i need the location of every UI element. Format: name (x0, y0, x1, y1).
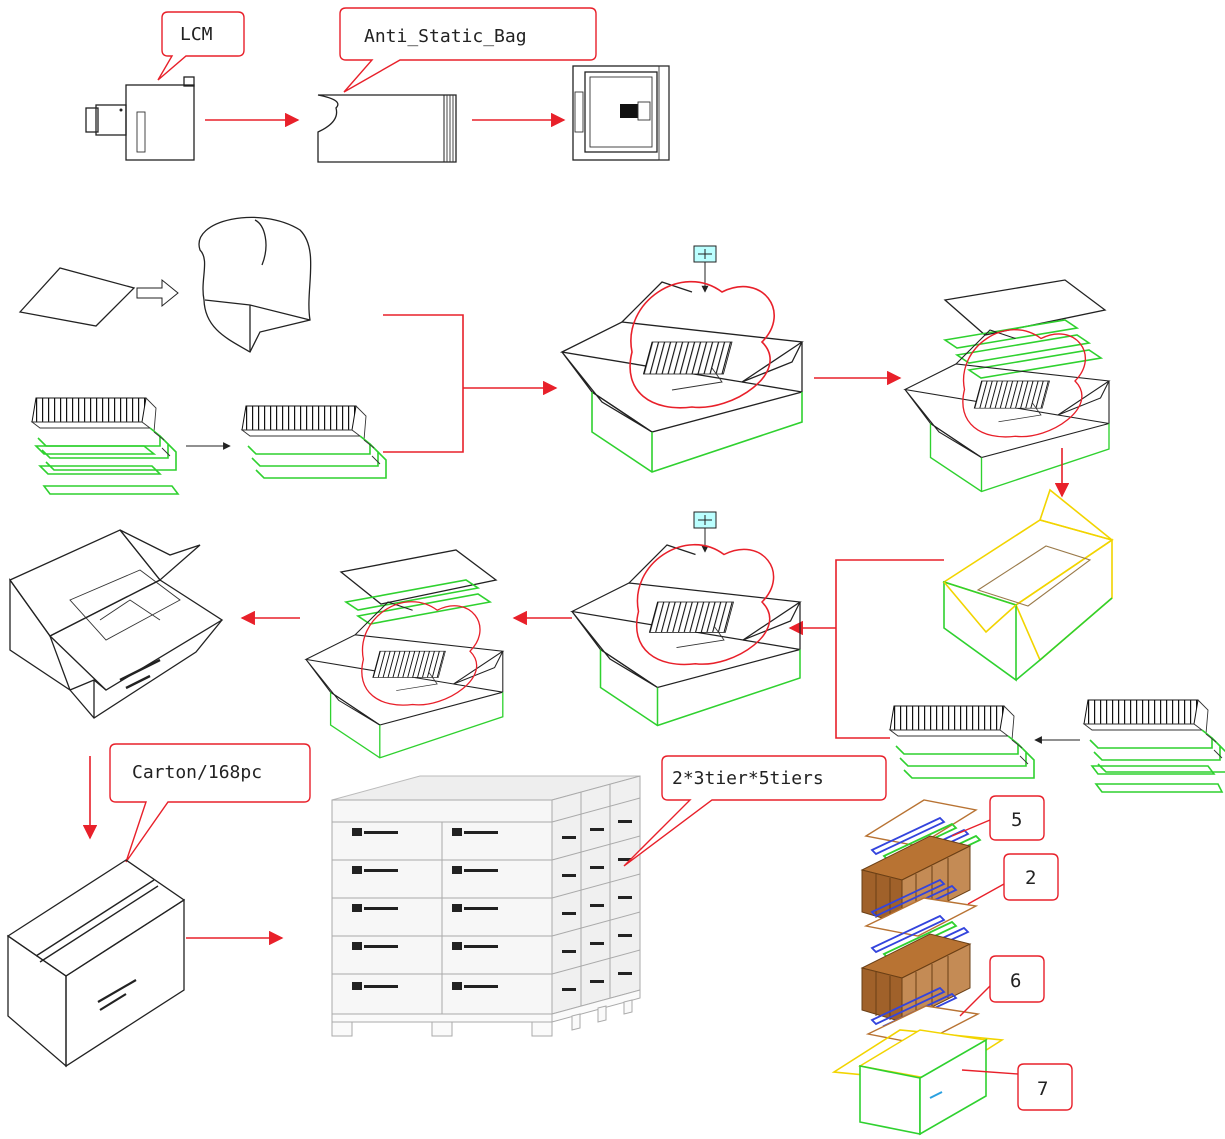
outer-box-with-bag (571, 543, 801, 727)
desiccant-icon (693, 511, 717, 553)
tray-stack-drawing (31, 397, 180, 495)
open-outer-carton (9, 529, 224, 719)
callout-bag-text: Anti_Static_Bag (364, 26, 527, 47)
layer-number-second: 2 (1025, 867, 1036, 889)
callout-pallet: 2*3tier*5tiers (623, 755, 887, 867)
inner-box-layered (904, 279, 1110, 493)
callout-carton-text: Carton/168pc (132, 762, 262, 783)
flow-bracket (835, 559, 944, 739)
callout-lcm-text: LCM (180, 24, 213, 45)
sealed-carton (6, 859, 186, 1068)
tray-stack-drawing (1083, 699, 1225, 793)
open-bag-drawing (198, 216, 312, 353)
layer-number-bottom: 7 (1037, 1078, 1048, 1100)
tray-stack-drawing (241, 405, 387, 479)
bagged-lcm-drawing (572, 65, 670, 161)
inner-box-with-bag (561, 280, 803, 473)
flow-bracket (383, 314, 464, 453)
callout-carton: Carton/168pc (109, 743, 311, 863)
tray-stack-drawing (889, 705, 1035, 779)
callout-bag: Anti_Static_Bag (339, 7, 597, 93)
lcm-module-drawing (85, 76, 195, 161)
exploded-layer-stack (831, 799, 1005, 1136)
pallet-stack (331, 775, 641, 1037)
callout-lcm: LCM (157, 11, 245, 81)
flat-sheet-drawing (18, 267, 136, 327)
desiccant-icon (693, 245, 717, 293)
callout-pallet-text: 2*3tier*5tiers (672, 768, 824, 789)
anti-static-bag-drawing (317, 94, 457, 163)
layer-number-callouts: 5 2 6 7 (951, 795, 1073, 1111)
layer-number-third: 6 (1010, 970, 1021, 992)
layer-number-top: 5 (1011, 809, 1022, 831)
outer-box-layered (305, 549, 504, 759)
hollow-arrow (136, 278, 179, 308)
outer-carton-yellow (942, 488, 1114, 682)
